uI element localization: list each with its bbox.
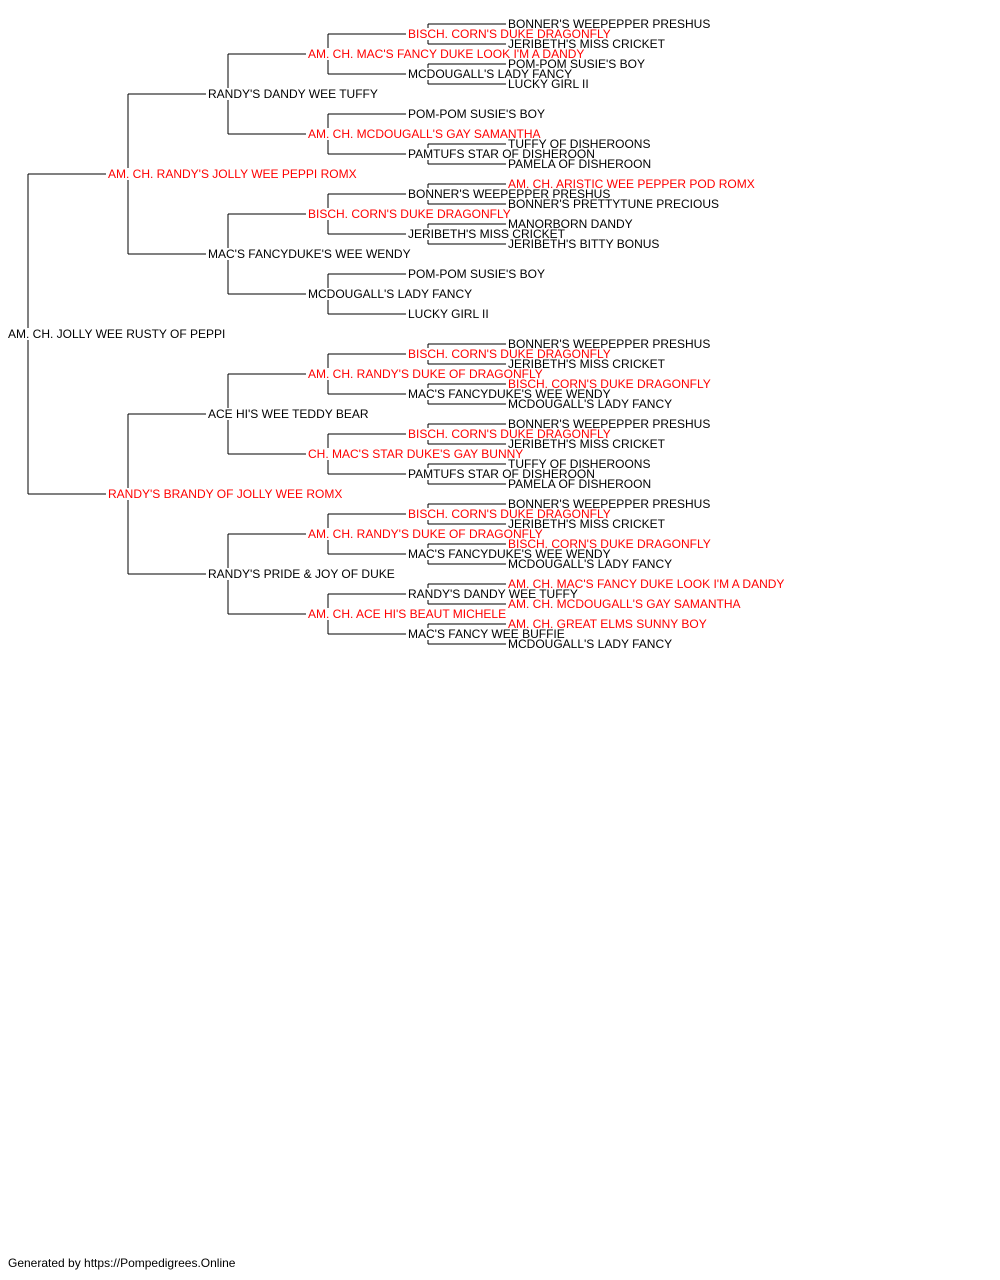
dog-name: RANDY'S DANDY WEE TUFFY (208, 87, 378, 101)
dog-name: POM-POM SUSIE'S BOY (408, 267, 545, 281)
dog-name: AM. CH. ARISTIC WEE PEPPER POD ROMX (508, 177, 755, 191)
dog-name: JERIBETH'S MISS CRICKET (508, 437, 666, 451)
dog-name: BONNER'S WEEPEPPER PRESHUS (508, 337, 710, 351)
dog-name: MCDOUGALL'S LADY FANCY (508, 397, 672, 411)
dog-name: MCDOUGALL'S LADY FANCY (508, 557, 672, 571)
dog-name: MANORBORN DANDY (508, 217, 633, 231)
dog-name: CH. MAC'S STAR DUKE'S GAY BUNNY (308, 447, 523, 461)
dog-name: AM. CH. MCDOUGALL'S GAY SAMANTHA (508, 597, 741, 611)
dog-name: AM. CH. MAC'S FANCY DUKE LOOK I'M A DAND… (508, 577, 784, 591)
dog-name: POM-POM SUSIE'S BOY (508, 57, 645, 71)
dog-name: RANDY'S BRANDY OF JOLLY WEE ROMX (108, 487, 342, 501)
dog-name: PAMTUFS STAR OF DISHEROON (408, 147, 595, 161)
dog-name: AM. CH. JOLLY WEE RUSTY OF PEPPI (8, 327, 225, 341)
dog-name: BISCH. CORN'S DUKE DRAGONFLY (308, 207, 511, 221)
dog-name: ACE HI'S WEE TEDDY BEAR (208, 407, 369, 421)
dog-name: LUCKY GIRL II (408, 307, 489, 321)
dog-name: AM. CH. MCDOUGALL'S GAY SAMANTHA (308, 127, 541, 141)
dog-name: BONNER'S WEEPEPPER PRESHUS (408, 187, 610, 201)
dog-name: MAC'S FANCYDUKE'S WEE WENDY (408, 387, 611, 401)
dog-name: AM. CH. MAC'S FANCY DUKE LOOK I'M A DAND… (308, 47, 584, 61)
dog-name: MAC'S FANCYDUKE'S WEE WENDY (408, 547, 611, 561)
dog-name: MAC'S FANCY WEE BUFFIE (408, 627, 565, 641)
dog-name: PAMELA OF DISHEROON (508, 157, 651, 171)
dog-name: TUFFY OF DISHEROONS (508, 137, 650, 151)
dog-name: BISCH. CORN'S DUKE DRAGONFLY (408, 427, 611, 441)
dog-name: AM. CH. ACE HI'S BEAUT MICHELE (308, 607, 506, 621)
dog-name: AM. CH. GREAT ELMS SUNNY BOY (508, 617, 707, 631)
dog-name: BISCH. CORN'S DUKE DRAGONFLY (408, 27, 611, 41)
dog-name: BISCH. CORN'S DUKE DRAGONFLY (508, 537, 711, 551)
dog-name: MAC'S FANCYDUKE'S WEE WENDY (208, 247, 411, 261)
dog-name: JERIBETH'S MISS CRICKET (508, 357, 666, 371)
dog-name: AM. CH. RANDY'S DUKE OF DRAGONFLY (308, 527, 543, 541)
dog-name: PAMTUFS STAR OF DISHEROON (408, 467, 595, 481)
dog-name: POM-POM SUSIE'S BOY (408, 107, 545, 121)
dog-name: BISCH. CORN'S DUKE DRAGONFLY (408, 347, 611, 361)
dog-name: RANDY'S PRIDE & JOY OF DUKE (208, 567, 395, 581)
dog-name: MCDOUGALL'S LADY FANCY (408, 67, 572, 81)
dog-name: AM. CH. RANDY'S JOLLY WEE PEPPI ROMX (108, 167, 357, 181)
dog-name: PAMELA OF DISHEROON (508, 477, 651, 491)
dog-name: RANDY'S DANDY WEE TUFFY (408, 587, 578, 601)
dog-name: BISCH. CORN'S DUKE DRAGONFLY (408, 507, 611, 521)
dog-name: LUCKY GIRL II (508, 77, 589, 91)
dog-name: BONNER'S WEEPEPPER PRESHUS (508, 417, 710, 431)
dog-name: BISCH. CORN'S DUKE DRAGONFLY (508, 377, 711, 391)
dog-name: AM. CH. RANDY'S DUKE OF DRAGONFLY (308, 367, 543, 381)
footer-credit: Generated by https://Pompedigrees.Online (8, 1256, 236, 1270)
dog-name: BONNER'S WEEPEPPER PRESHUS (508, 17, 710, 31)
dog-name: TUFFY OF DISHEROONS (508, 457, 650, 471)
dog-name: BONNER'S PRETTYTUNE PRECIOUS (508, 197, 719, 211)
dog-name: BONNER'S WEEPEPPER PRESHUS (508, 497, 710, 511)
dog-name: JERIBETH'S MISS CRICKET (508, 517, 666, 531)
dog-name: MCDOUGALL'S LADY FANCY (508, 637, 672, 651)
dog-name: JERIBETH'S MISS CRICKET (508, 37, 666, 51)
dog-name: JERIBETH'S MISS CRICKET (408, 227, 566, 241)
dog-name: MCDOUGALL'S LADY FANCY (308, 287, 472, 301)
dog-name: JERIBETH'S BITTY BONUS (508, 237, 659, 251)
